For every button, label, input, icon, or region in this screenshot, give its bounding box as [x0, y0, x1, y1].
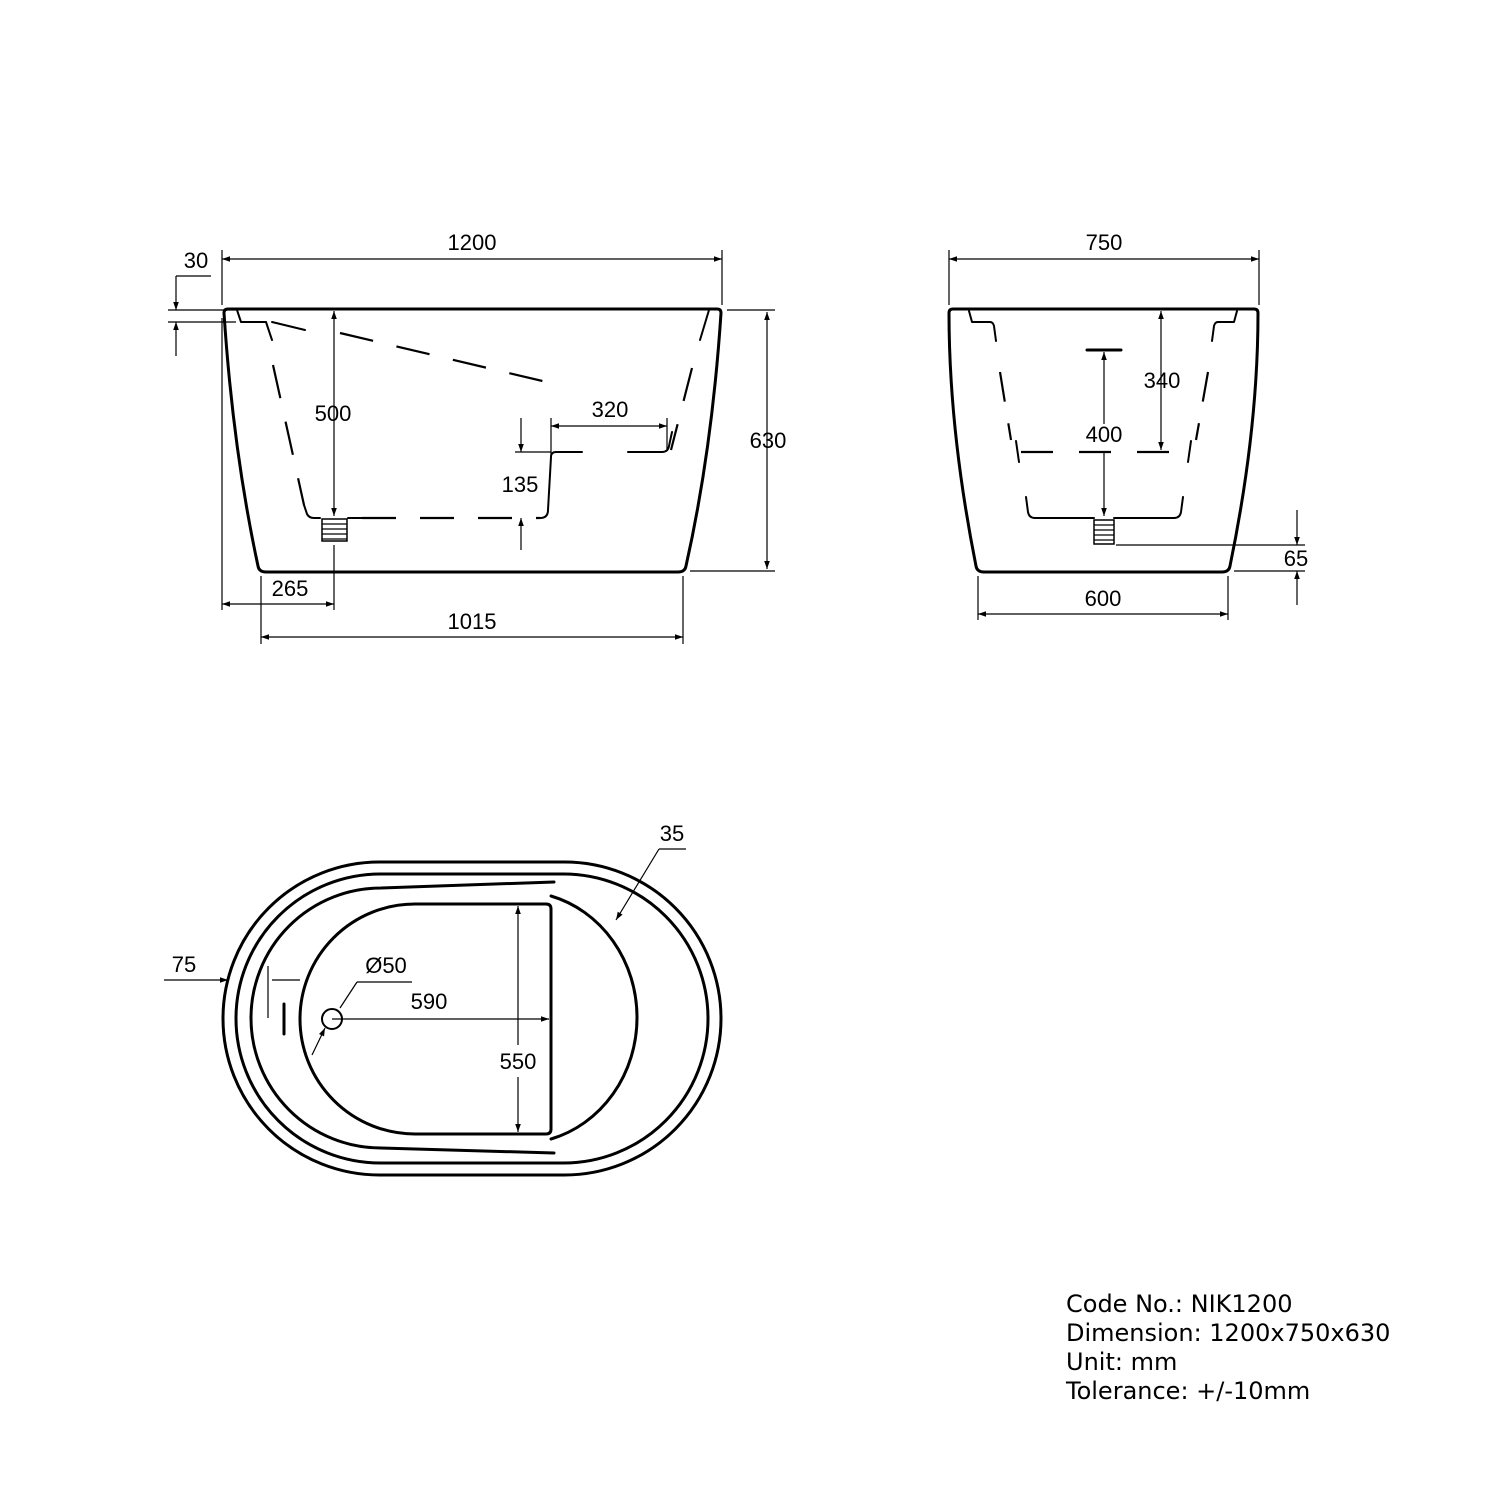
dim-width: 750: [1086, 230, 1123, 255]
dim-base-width: 600: [1085, 586, 1122, 611]
end-inner-rim-right: [1211, 310, 1238, 342]
side-hidden-right-wall: [669, 367, 694, 451]
dim-base-length: 1015: [448, 609, 497, 634]
spec-block: Code No.: NIK1200 Dimension: 1200x750x63…: [1066, 1290, 1390, 1406]
spec-unit: Unit: mm: [1066, 1348, 1178, 1376]
dim-step-height: 135: [502, 472, 539, 497]
dim-length: 1200: [448, 230, 497, 255]
end-outline: [947, 307, 1260, 574]
dim-step-length: 320: [592, 397, 629, 422]
dim-wall: 75: [172, 952, 196, 977]
dim-drain-depth: 400: [1086, 422, 1123, 447]
side-inner-rim-right: [699, 309, 710, 341]
spec-code: Code No.: NIK1200: [1066, 1290, 1293, 1318]
side-inner-rim-left: [236, 309, 273, 341]
dim-drain-height: 65: [1284, 546, 1308, 571]
dim-inner-depth: 500: [315, 401, 352, 426]
end-inner-rim-left: [968, 310, 997, 342]
side-view: 1200 30 500 320 135 630 265: [168, 230, 786, 644]
side-hidden-left-wall: [271, 364, 306, 506]
dim-seat-depth: 340: [1144, 368, 1181, 393]
end-hidden-floor: [1025, 496, 1095, 519]
end-drain: [1093, 519, 1115, 545]
plan-bowl-edge: [249, 880, 556, 1155]
side-drain: [321, 518, 348, 542]
side-hidden-seat: [627, 431, 673, 453]
plan-view: 35 75 Ø50 590 550: [164, 821, 723, 1177]
dim-step-width: 550: [500, 1049, 537, 1074]
spec-dimension: Dimension: 1200x750x630: [1066, 1319, 1391, 1347]
side-outline: [222, 307, 723, 574]
dim-drain-diameter: Ø50: [365, 953, 407, 978]
dim-drain-to-step: 590: [411, 989, 448, 1014]
side-hidden-backrest: [339, 331, 556, 386]
dim-drain-offset: 265: [272, 576, 309, 601]
dim-rim: 35: [660, 821, 684, 846]
plan-bowl-curve: [549, 894, 639, 1141]
plan-inner-rim: [234, 872, 710, 1165]
plan-outer-rim: [221, 860, 723, 1177]
side-hidden-step: [539, 451, 583, 519]
dim-top-offset: 30: [184, 248, 208, 273]
end-view: 750 340 400 65 600: [947, 230, 1308, 620]
dim-height: 630: [750, 428, 787, 453]
spec-tolerance: Tolerance: +/-10mm: [1066, 1377, 1311, 1405]
plan-floor: [298, 902, 553, 1136]
